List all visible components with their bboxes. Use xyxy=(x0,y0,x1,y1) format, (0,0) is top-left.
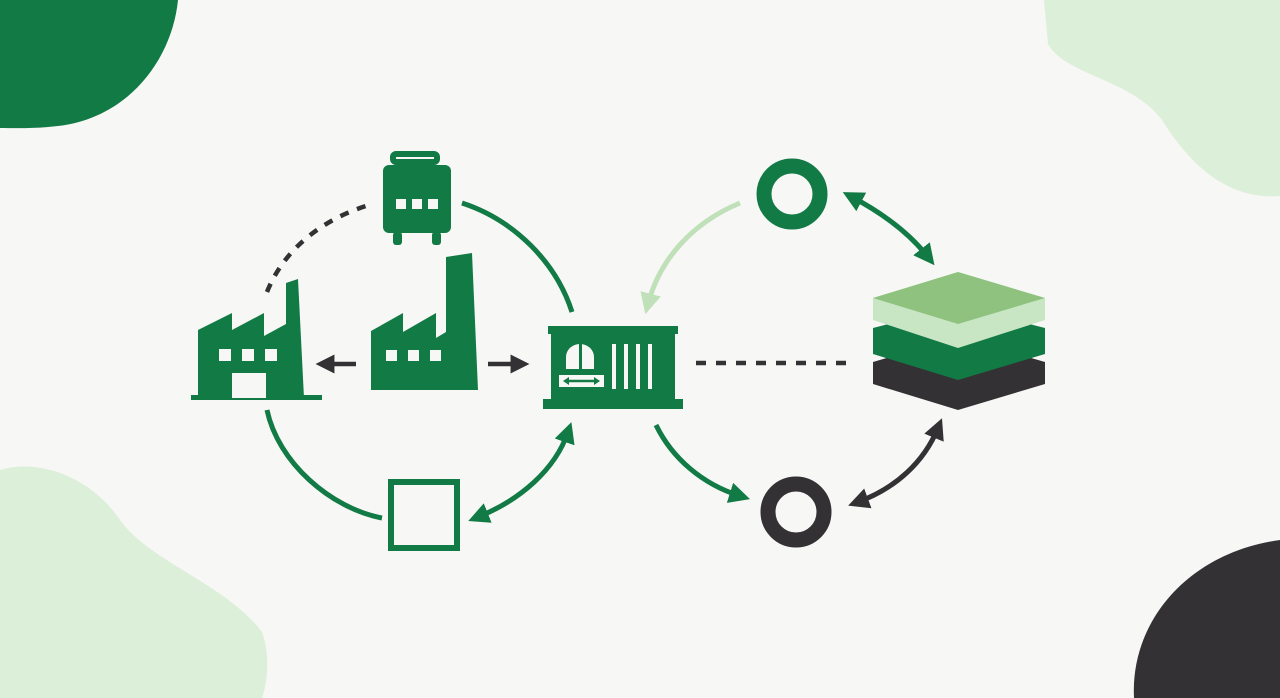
double-arrow-square-container xyxy=(468,422,575,523)
arc-luggage-container xyxy=(461,200,575,313)
corner-blob-bottom-right xyxy=(1133,540,1280,698)
corner-blob-bottom-left xyxy=(0,466,268,698)
corner-blob-top-right xyxy=(1044,0,1280,197)
arrow-container-to-ring-bottom xyxy=(653,423,751,503)
corner-blob-top-left xyxy=(0,0,178,129)
layers-stack-icon xyxy=(873,272,1045,410)
double-arrow-ring-bottom-layers xyxy=(848,418,944,509)
factory-icon xyxy=(371,253,478,390)
double-arrow-ring-top-layers xyxy=(842,192,935,266)
arrow-ring-top-to-container xyxy=(640,200,741,315)
ring-icon xyxy=(760,476,832,548)
dashed-link-factory-luggage xyxy=(264,203,367,293)
factory-icon xyxy=(191,279,322,400)
square-outline-icon xyxy=(388,479,460,551)
shipping-container-icon xyxy=(543,326,683,409)
luggage-icon xyxy=(383,151,451,245)
ring-icon xyxy=(756,158,828,230)
arc-factory-square xyxy=(264,409,383,521)
